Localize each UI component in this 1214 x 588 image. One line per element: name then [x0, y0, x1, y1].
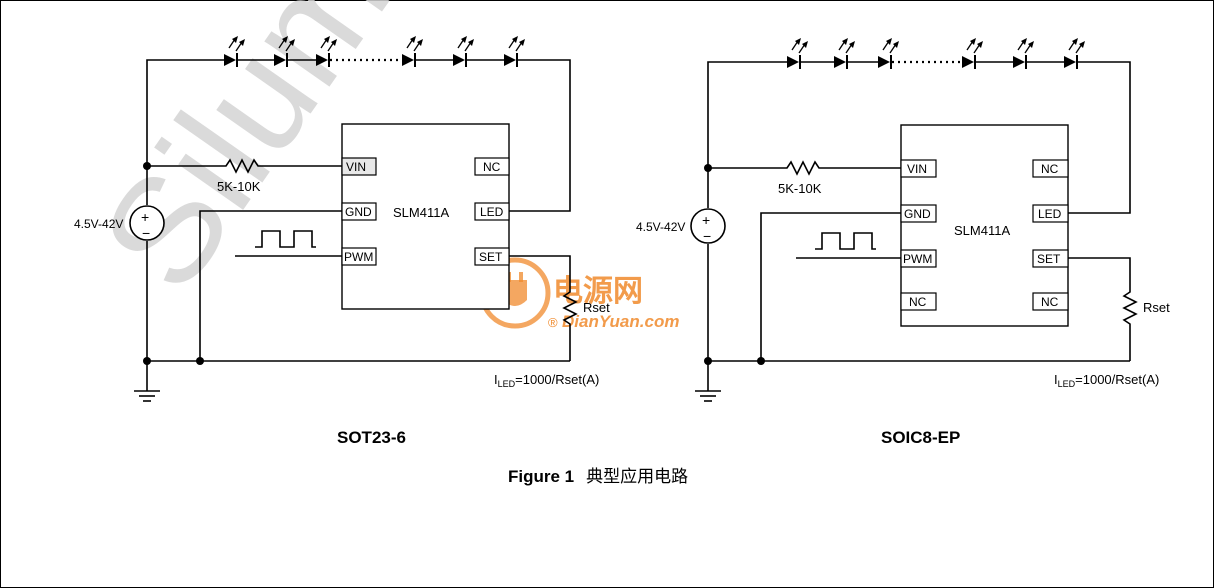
led-icon — [1063, 37, 1086, 70]
figure-caption: Figure 1 典型应用电路 — [508, 467, 688, 486]
resistor-label: 5K-10K — [778, 181, 822, 196]
current-formula: ILED=1000/Rset(A) — [1054, 372, 1159, 389]
pin-label: GND — [345, 205, 372, 219]
circuit-sot23-6: + − VIN GND PWM NC LED SE — [74, 35, 610, 447]
logo-cn-text: 电源网 — [553, 274, 643, 309]
led-icon — [1012, 37, 1035, 70]
pin-label: NC — [483, 160, 501, 174]
dc-source-icon — [129, 205, 165, 241]
pwm-waveform — [815, 232, 876, 250]
circuit-soic8-ep: + − VIN GND PWM NC NC LED SET NC SLM41 — [636, 37, 1170, 447]
supply-label: 4.5V-42V — [74, 217, 123, 231]
pin-label: PWM — [903, 252, 932, 266]
pin-label: VIN — [907, 162, 927, 176]
logo-en-text: DianYuan.com — [562, 312, 679, 331]
current-formula: ILED=1000/Rset(A) — [494, 372, 599, 389]
ground-icon — [694, 360, 722, 402]
top-wire — [146, 59, 226, 166]
logo-reg-mark: ® — [548, 315, 558, 330]
svg-text:−: − — [703, 228, 711, 244]
pwm-waveform — [255, 230, 316, 248]
pin-label: LED — [480, 205, 504, 219]
pin-label: SET — [1037, 252, 1061, 266]
resistor-label: 5K-10K — [217, 179, 261, 194]
rset-label: Rset — [583, 300, 610, 315]
led-icon — [503, 35, 526, 68]
pin-label: NC — [909, 295, 927, 309]
led-icon — [452, 35, 475, 68]
chip-name: SLM411A — [954, 223, 1010, 238]
led-icon — [961, 37, 984, 70]
package-label: SOT23-6 — [337, 428, 406, 447]
package-label: SOIC8-EP — [881, 428, 960, 447]
pin-label: NC — [1041, 295, 1059, 309]
pin-label: LED — [1038, 207, 1062, 221]
dianyuan-logo: 电源网 DianYuan.com ® — [479, 257, 679, 331]
svg-text:+: + — [141, 209, 149, 225]
pin-label: SET — [479, 250, 503, 264]
led-icon — [786, 37, 809, 70]
pin-label: NC — [1041, 162, 1059, 176]
pin-label: PWM — [344, 250, 373, 264]
supply-label: 4.5V-42V — [636, 220, 685, 234]
led-icon — [877, 37, 900, 70]
ground-icon — [133, 360, 161, 402]
pin-label: GND — [904, 207, 931, 221]
pin-label: VIN — [346, 160, 366, 174]
svg-text:+: + — [702, 212, 710, 228]
rset-label: Rset — [1143, 300, 1170, 315]
chip-name: SLM411A — [393, 205, 449, 220]
led-icon — [401, 35, 424, 68]
svg-text:−: − — [142, 225, 150, 241]
dc-source-icon — [690, 208, 726, 244]
led-icon — [833, 37, 856, 70]
